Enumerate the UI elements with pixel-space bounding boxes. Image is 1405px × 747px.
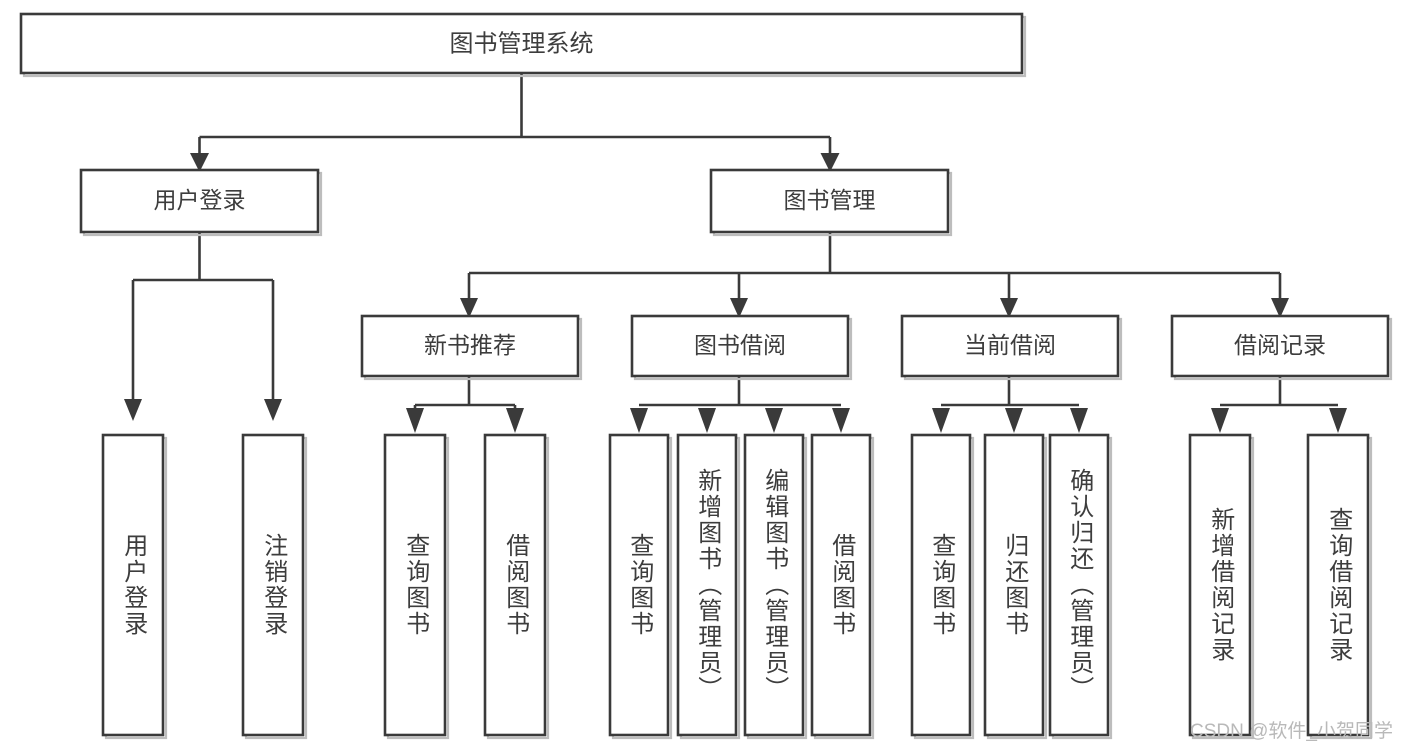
arrow-bb-leaf-2 [698,408,716,433]
arrow-current-borrow [1000,298,1018,318]
book-borrow-box [630,314,850,378]
connectors-borrow-record-to-leaves [1211,376,1347,433]
user-login-box [79,168,320,234]
arrow-bb-leaf-4 [832,408,850,433]
arrow-bb-leaf-3 [765,408,783,433]
connectors-book-mgmt-to-level3 [460,232,1289,318]
book-borrow-label: 图书借阅 [694,332,786,358]
new-book-recommend-box [360,314,580,378]
leaf-boxes-group [101,433,1373,740]
node-root[interactable]: 图书管理系统 [19,12,1027,78]
leaf-box [1188,433,1252,737]
leaf-node[interactable] [743,433,808,740]
arrow-cb-leaf-3 [1070,408,1088,433]
leaf-box [483,433,547,737]
arrow-cb-leaf-1 [932,408,950,433]
node-book-borrow[interactable]: 图书借阅 [630,314,853,381]
leaf-node[interactable] [1188,433,1255,740]
arrow-leaf-logout [264,399,282,421]
arrow-cb-leaf-2 [1005,408,1023,433]
leaf-node[interactable] [810,433,875,740]
root-box [19,12,1024,75]
leaf-node[interactable] [241,433,308,740]
book-management-label: 图书管理 [784,187,876,213]
arrow-br-leaf-2 [1329,408,1347,433]
arrow-leaf-user-login [124,399,142,421]
leaf-node[interactable] [1306,433,1373,740]
watermark-text: CSDN @软件_小贺同学 [1190,721,1393,742]
connectors-root-to-level2 [190,73,840,172]
arrow-nb-leaf-2 [506,408,524,433]
leaf-node[interactable] [101,433,168,740]
leaf-node[interactable] [1048,433,1113,740]
arrow-borrow-record [1271,298,1289,318]
arrow-new-book [460,298,478,318]
leaf-node[interactable] [483,433,550,740]
arrow-bb-leaf-1 [630,408,648,433]
leaf-box [983,433,1045,737]
node-new-book-recommend[interactable]: 新书推荐 [360,314,583,381]
arrow-user-login [190,153,209,172]
connectors-book-borrow-to-leaves [630,376,850,433]
leaf-node[interactable] [383,433,450,740]
current-borrow-label: 当前借阅 [964,332,1056,358]
leaf-node[interactable] [983,433,1048,740]
current-borrow-box [900,314,1120,378]
connectors-user-login-to-leaves [124,232,282,421]
arrow-br-leaf-1 [1211,408,1229,433]
node-user-login[interactable]: 用户登录 [79,168,323,237]
arrow-book-mgmt [820,153,840,172]
leaf-box [910,433,972,737]
leaf-node[interactable] [608,433,673,740]
leaf-box [101,433,165,737]
connectors-new-book-to-leaves [406,376,524,433]
arrow-book-borrow [730,298,748,318]
leaf-box [1048,433,1110,737]
leaf-box [676,433,738,737]
leaf-box [608,433,670,737]
book-management-box [709,168,950,234]
leaf-box [1306,433,1370,737]
node-borrow-record[interactable]: 借阅记录 [1170,314,1393,381]
leaf-box [810,433,872,737]
node-book-management[interactable]: 图书管理 [709,168,953,237]
root-label: 图书管理系统 [450,30,594,57]
connectors-current-borrow-to-leaves [932,376,1088,433]
borrow-record-box [1170,314,1390,378]
leaf-box [743,433,805,737]
leaf-box [383,433,447,737]
leaf-node[interactable] [910,433,975,740]
user-login-label: 用户登录 [154,187,246,213]
new-book-recommend-label: 新书推荐 [424,332,516,358]
arrow-nb-leaf-1 [406,408,424,433]
leaf-box [241,433,305,737]
node-current-borrow[interactable]: 当前借阅 [900,314,1123,381]
leaf-node[interactable] [676,433,741,740]
borrow-record-label: 借阅记录 [1234,332,1326,358]
